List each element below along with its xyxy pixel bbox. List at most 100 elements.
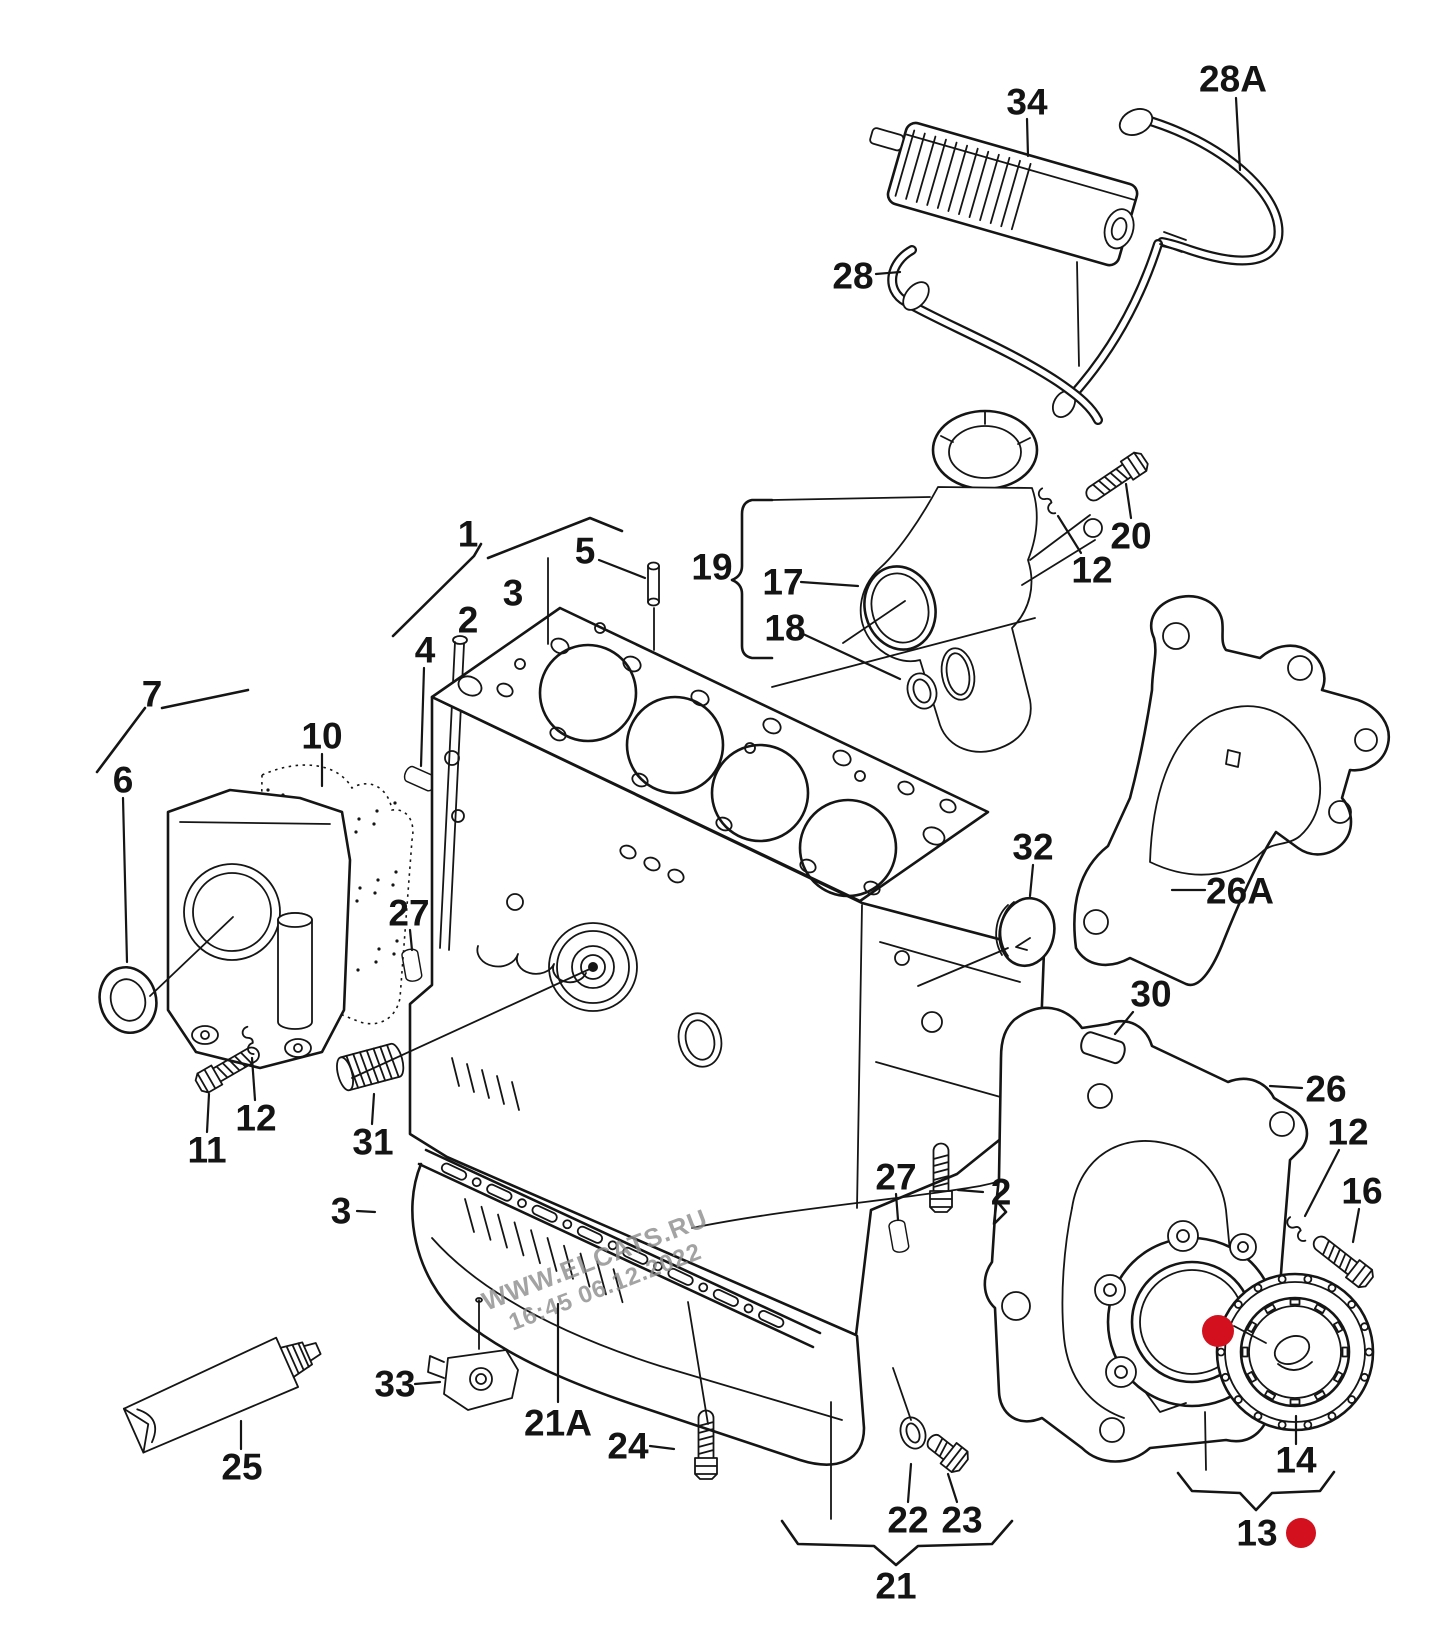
part-label-6[interactable]: 6 (113, 760, 134, 801)
part-label-13[interactable]: 13 (1236, 1513, 1277, 1554)
part-label-17[interactable]: 17 (762, 562, 803, 603)
oil-separator-34 (869, 121, 1139, 267)
sump-gasket-21a-band (417, 1148, 822, 1349)
part-label-3[interactable]: 3 (503, 573, 524, 614)
part-label-10[interactable]: 10 (301, 716, 342, 757)
part-leader-28A (1234, 96, 1242, 172)
callout-2-6: 2 (458, 600, 479, 641)
part-label-23[interactable]: 23 (941, 1500, 982, 1541)
part-label-33[interactable]: 33 (374, 1364, 415, 1405)
oil-pump-housing (166, 788, 352, 1070)
part-leader-33 (413, 1380, 442, 1386)
group-brace-19 (730, 498, 774, 660)
part-label-18[interactable]: 18 (764, 608, 805, 649)
part-leader-32 (1028, 863, 1035, 898)
part-label-28A[interactable]: 28A (1199, 59, 1267, 100)
callout-24-32: 24 (607, 1426, 676, 1467)
callout-19-8: 19 (691, 547, 732, 588)
part-leader-3 (355, 1209, 377, 1214)
callout-16-27: 16 (1341, 1171, 1383, 1244)
stud-5 (647, 561, 660, 607)
markers-layer (1202, 1315, 1316, 1548)
part-label-32[interactable]: 32 (1012, 827, 1053, 868)
part-label-1[interactable]: 1 (458, 514, 479, 555)
part-label-12[interactable]: 12 (1327, 1112, 1368, 1153)
sealant-tube-25 (122, 1336, 322, 1454)
part-label-30[interactable]: 30 (1130, 974, 1171, 1015)
part-leader-2 (956, 1188, 985, 1194)
part-label-27[interactable]: 27 (875, 1157, 916, 1198)
callout-2-24: 2 (956, 1172, 1012, 1213)
oil-sump-21a (411, 1162, 866, 1466)
part-label-22[interactable]: 22 (887, 1500, 928, 1541)
part-label-26A[interactable]: 26A (1206, 871, 1274, 912)
part-label-4[interactable]: 4 (415, 630, 436, 671)
part-label-14[interactable]: 14 (1275, 1440, 1317, 1481)
engine-block (408, 635, 1046, 1337)
part-leader-26 (1268, 1084, 1304, 1090)
part-label-34[interactable]: 34 (1006, 82, 1048, 123)
callout-20-12: 20 (1110, 482, 1152, 557)
sealing-cap-32 (995, 896, 1056, 968)
part-label-26[interactable]: 26 (1305, 1069, 1346, 1110)
construction-lines (149, 261, 1267, 1520)
part-label-27[interactable]: 27 (388, 893, 429, 934)
callout-3-28: 3 (331, 1191, 377, 1232)
part-label-20[interactable]: 20 (1110, 516, 1151, 557)
part-leader-23 (946, 1472, 959, 1504)
part-label-16[interactable]: 16 (1341, 1171, 1382, 1212)
callout-28-2: 28 (832, 256, 902, 297)
part-leader-27 (408, 928, 414, 952)
part-leader-24 (648, 1444, 676, 1451)
screw-plug-31 (336, 1042, 405, 1092)
callout-12-11: 12 (1056, 514, 1113, 591)
part-leader-34 (1025, 117, 1030, 158)
part-label-12[interactable]: 12 (235, 1098, 276, 1139)
part-label-25[interactable]: 25 (221, 1447, 262, 1488)
part-label-12[interactable]: 12 (1071, 550, 1112, 591)
part-leader-27 (894, 1192, 900, 1222)
callout-12-26: 12 (1303, 1112, 1369, 1218)
part-label-11[interactable]: 11 (187, 1130, 226, 1171)
callout-18-10: 18 (764, 608, 902, 681)
part-label-28[interactable]: 28 (832, 256, 873, 297)
callout-21-35: 21 (875, 1566, 916, 1607)
part-label-19[interactable]: 19 (691, 547, 732, 588)
group-bracket-7 (95, 688, 250, 774)
dowel-27-left (400, 947, 424, 984)
part-leader-5 (597, 558, 647, 580)
cylinder-head-gasket (430, 561, 990, 903)
group-bracket-1 (391, 516, 624, 638)
breather-hose-28 (887, 245, 1103, 425)
callout-11-21: 11 (187, 1092, 227, 1171)
part-label-21[interactable]: 21 (875, 1566, 916, 1607)
part-label-5[interactable]: 5 (575, 531, 596, 572)
callout-32-17: 32 (1012, 827, 1054, 898)
part-label-7[interactable]: 7 (142, 674, 163, 715)
callout-22-33: 22 (887, 1462, 929, 1541)
callout-5-4: 5 (575, 531, 647, 580)
part-leader-17 (799, 580, 860, 588)
callout-6-14: 6 (113, 760, 134, 964)
part-label-31[interactable]: 31 (352, 1122, 393, 1163)
selected-part-marker-1 (1202, 1315, 1234, 1347)
part-label-2[interactable]: 2 (991, 1172, 1012, 1213)
callout-7-13: 7 (142, 674, 163, 715)
part-leader-4 (419, 666, 426, 768)
callout-21A-31: 21A (524, 1302, 592, 1444)
callout-26-25: 26 (1268, 1069, 1347, 1110)
callout-13-37: 13 (1236, 1513, 1277, 1554)
callout-33-30: 33 (374, 1364, 442, 1405)
part-leader-16 (1351, 1207, 1361, 1244)
part-label-3[interactable]: 3 (331, 1191, 352, 1232)
part-label-2[interactable]: 2 (458, 600, 479, 641)
part-leader-22 (906, 1462, 913, 1504)
seal-18 (906, 672, 938, 710)
group-bracket-13 (1176, 1470, 1336, 1512)
part-label-24[interactable]: 24 (607, 1426, 649, 1467)
part-leader-6 (121, 796, 129, 964)
part-label-21A[interactable]: 21A (524, 1403, 592, 1444)
